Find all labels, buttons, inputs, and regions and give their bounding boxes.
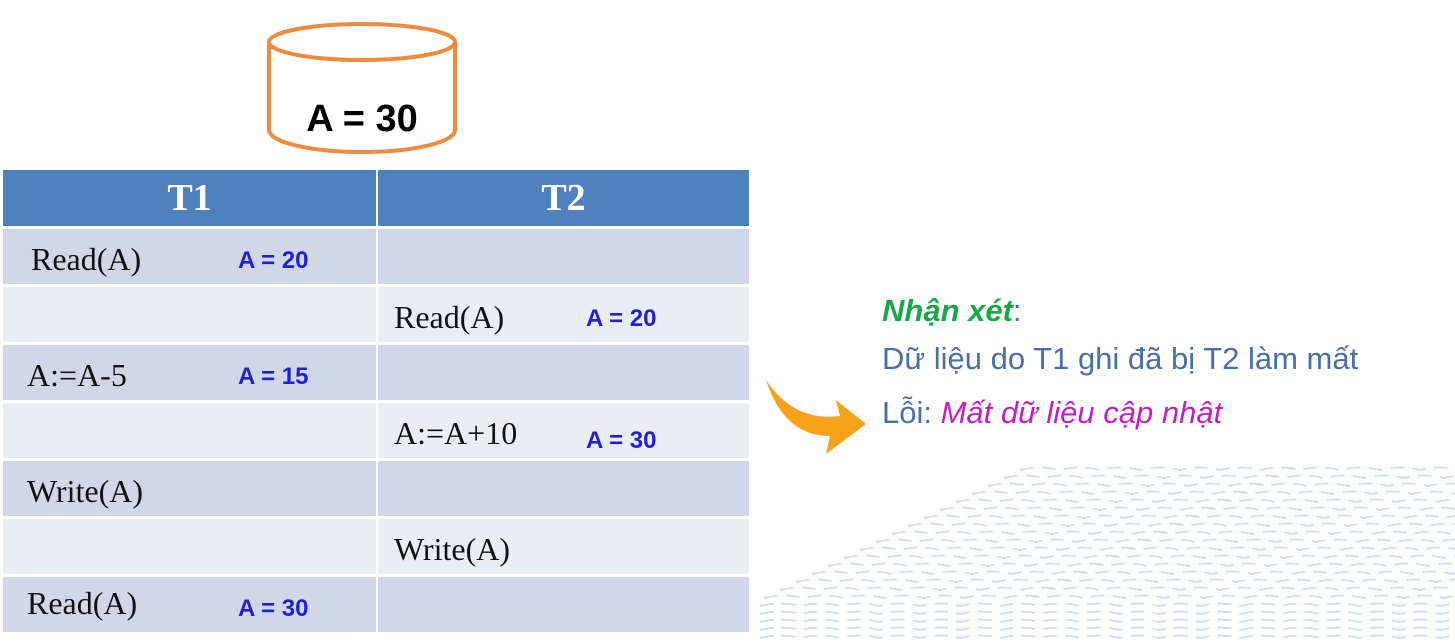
schedule-row: Read(A) A = 20	[3, 285, 751, 345]
t1-operation: A:=A-5	[27, 357, 127, 393]
remark-colon: :	[1012, 293, 1022, 328]
wave-line	[843, 554, 1455, 560]
t1-cell: Write(A)	[3, 459, 378, 519]
schedule-row: Read(A) A = 20	[3, 227, 751, 287]
wave-line	[811, 570, 1455, 576]
wave-line	[891, 530, 1455, 536]
remark-title: Nhận xét	[882, 293, 1013, 328]
t1-operation: Read(A)	[27, 585, 138, 621]
t1-cell: A:=A-5 A = 15	[3, 343, 378, 403]
t2-cell: Read(A) A = 20	[377, 285, 751, 345]
t2-cell: A:=A+10 A = 30	[377, 401, 751, 461]
t1-cell	[3, 285, 378, 345]
cylinder-database-icon	[267, 22, 457, 154]
t2-operation: A:=A+10	[394, 415, 518, 451]
schedule-row: A:=A-5 A = 15	[3, 343, 751, 403]
wave-line	[939, 506, 1455, 512]
t1-cell	[3, 517, 378, 577]
wave-line	[763, 594, 1455, 600]
wave-line	[1003, 474, 1455, 480]
remark-block: Nhận xét: Dữ liệu do T1 ghi đã bị T2 làm…	[882, 290, 1358, 440]
wave-line	[759, 626, 1455, 632]
curved-arrow-icon	[766, 380, 866, 454]
t2-cell	[377, 575, 751, 635]
t1-cell	[3, 401, 378, 461]
schedule-table: T1 T2 Read(A) A = 20 Read(A) A = 20	[3, 170, 751, 635]
error-prefix: Lỗi:	[882, 395, 941, 430]
schedule-row: Read(A) A = 30	[3, 575, 751, 635]
t2-cell	[377, 459, 751, 519]
t1-value: A = 15	[238, 363, 309, 390]
t2-operation: Read(A)	[394, 299, 505, 335]
t1-value: A = 20	[238, 247, 309, 274]
database-cylinder: A = 30	[264, 20, 464, 160]
t2-cell	[377, 343, 751, 403]
wave-line	[907, 522, 1455, 528]
header-t2: T2	[377, 170, 751, 229]
t1-cell: Read(A) A = 30	[3, 575, 378, 635]
wave-line	[759, 602, 1455, 608]
schedule-row: Write(A)	[3, 517, 751, 577]
wave-line	[827, 562, 1455, 568]
t1-operation: Read(A)	[31, 241, 142, 277]
remark-observation: Dữ liệu do T1 ghi đã bị T2 làm mất	[882, 341, 1359, 376]
schedule-row: A:=A+10 A = 30	[3, 401, 751, 461]
wave-line	[955, 498, 1455, 504]
wave-line	[759, 610, 1455, 616]
wave-line	[759, 634, 1455, 640]
schedule-row: Write(A)	[3, 459, 751, 519]
wave-line	[875, 538, 1455, 544]
t1-value: A = 30	[238, 595, 309, 622]
wave-line	[1019, 466, 1455, 472]
wave-line	[971, 490, 1455, 496]
t2-value: A = 30	[586, 427, 657, 454]
wave-line	[759, 618, 1455, 624]
t2-cell: Write(A)	[377, 517, 751, 577]
wave-line	[987, 482, 1455, 488]
remark-heading: Nhận xét:	[882, 290, 1358, 332]
database-value: A = 30	[306, 98, 418, 140]
wave-line	[859, 546, 1455, 552]
error-text: Mất dữ liệu cập nhật	[940, 395, 1223, 430]
t2-cell	[377, 227, 751, 287]
t2-operation: Write(A)	[394, 531, 510, 567]
wave-line	[795, 578, 1455, 584]
t1-operation: Write(A)	[27, 473, 143, 509]
remark-error: Lỗi: Mất dữ liệu cập nhật	[882, 386, 1358, 440]
wave-line	[923, 514, 1455, 520]
t1-cell: Read(A) A = 20	[3, 227, 378, 287]
header-t1: T1	[3, 170, 378, 229]
t2-value: A = 20	[586, 305, 657, 332]
wave-line	[779, 586, 1455, 592]
